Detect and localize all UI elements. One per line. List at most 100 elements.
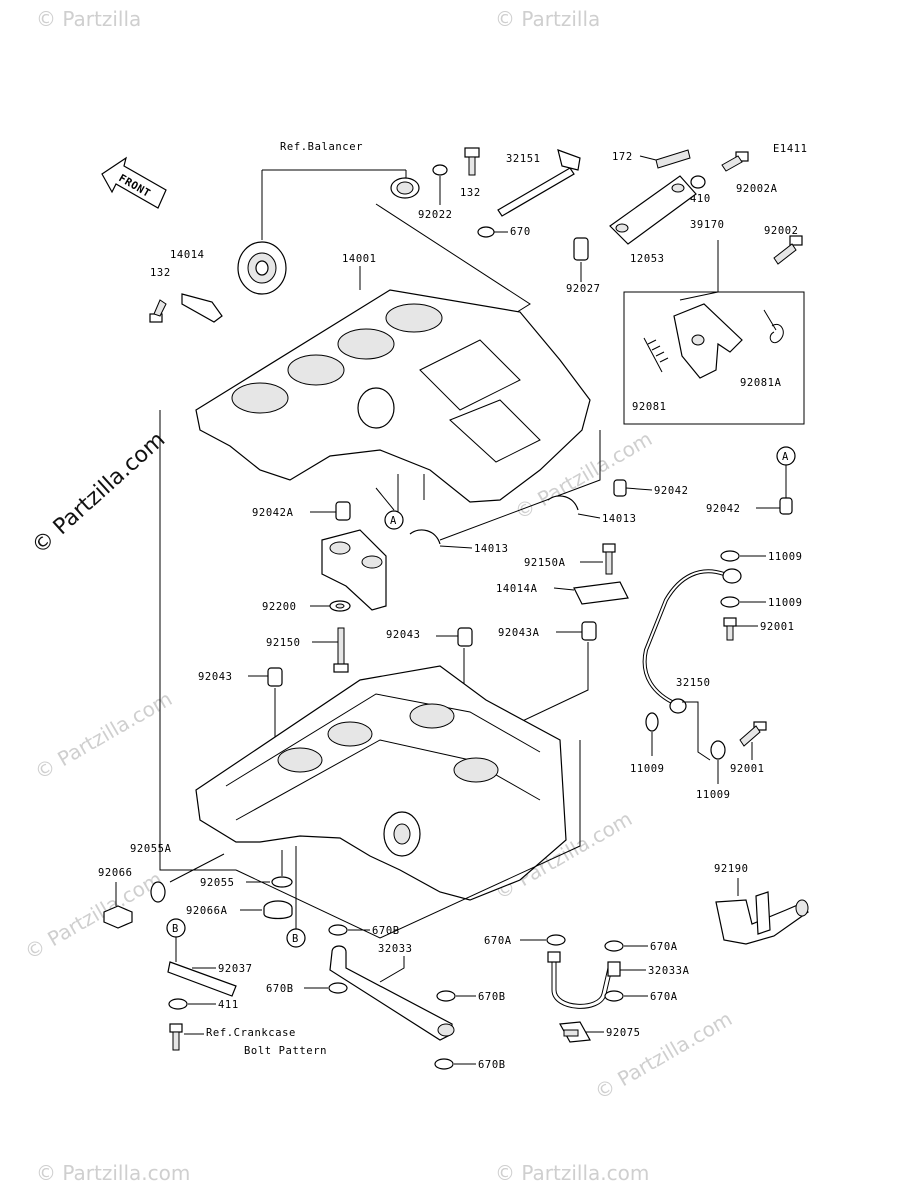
oring-670 bbox=[477, 226, 495, 238]
oring-670B-c bbox=[436, 990, 456, 1002]
label-92002: 92002 bbox=[764, 225, 799, 237]
plug-92066 bbox=[103, 905, 133, 929]
label-92081: 92081 bbox=[632, 401, 667, 413]
hose-92190 bbox=[715, 891, 809, 945]
tensioner-39170 bbox=[673, 303, 743, 379]
guide-12053 bbox=[609, 175, 697, 245]
side-watermark: © Partzilla.com bbox=[27, 427, 170, 559]
pipe-32033 bbox=[329, 945, 455, 1041]
pipe-32033A bbox=[547, 951, 621, 1009]
label-92027: 92027 bbox=[566, 283, 601, 295]
bolt-92002A bbox=[721, 151, 749, 172]
bolt-92001-top bbox=[723, 617, 737, 641]
label-172: 172 bbox=[612, 151, 633, 163]
label-32033: 32033 bbox=[378, 943, 413, 955]
washer-11009-c bbox=[645, 712, 659, 732]
bolt-92150 bbox=[333, 627, 349, 673]
label-92022: 92022 bbox=[418, 209, 453, 221]
label-92150A: 92150A bbox=[524, 557, 566, 569]
bearing-14013-b bbox=[547, 495, 579, 511]
watermark-4: © Partzilla.com bbox=[36, 1161, 190, 1185]
dowel-92043-center bbox=[457, 627, 473, 647]
bolt-132-left bbox=[149, 299, 167, 323]
oring-670A-1 bbox=[546, 934, 566, 946]
label-92066A: 92066A bbox=[186, 905, 228, 917]
label-11009-d: 11009 bbox=[696, 789, 731, 801]
oring-670B-d bbox=[434, 1058, 454, 1070]
label-92001-a: 92001 bbox=[760, 621, 795, 633]
callout-A: A bbox=[384, 510, 404, 530]
washer-11009-a bbox=[720, 550, 740, 562]
label-132-left: 132 bbox=[150, 267, 171, 279]
label-14001: 14001 bbox=[342, 253, 377, 265]
label-92037: 92037 bbox=[218, 963, 253, 975]
banjo-top bbox=[722, 568, 742, 584]
bearing-14013-a bbox=[409, 529, 441, 545]
oring-92055A bbox=[150, 881, 166, 903]
upper-crankcase-14001 bbox=[195, 289, 591, 503]
bolt-92150A bbox=[602, 543, 616, 575]
oring-92055 bbox=[271, 876, 293, 888]
ref-crankcase-line1: Ref.Crankcase bbox=[206, 1027, 296, 1039]
callout-B-left: B bbox=[166, 918, 186, 938]
callout-A-right: A bbox=[776, 446, 796, 466]
label-32033A: 32033A bbox=[648, 965, 690, 977]
balancer-bearing-large bbox=[237, 241, 287, 295]
watermark-2: © Partzilla bbox=[495, 7, 600, 31]
spring-92081 bbox=[643, 337, 669, 373]
watermark-9: © Partzilla.com bbox=[591, 1006, 737, 1104]
lower-crankcase bbox=[195, 665, 567, 901]
label-14013-b: 14013 bbox=[602, 513, 637, 525]
cap-92066A bbox=[263, 900, 293, 920]
lower-frame bbox=[235, 740, 581, 939]
watermark-6: © Partzilla.com bbox=[31, 686, 177, 784]
svg-text:A: A bbox=[390, 515, 397, 527]
label-11009-a: 11009 bbox=[768, 551, 803, 563]
label-670B-a: 670B bbox=[372, 925, 400, 937]
label-92042A: 92042A bbox=[252, 507, 294, 519]
watermark-1: © Partzilla bbox=[36, 7, 141, 31]
dowel-92043A bbox=[581, 621, 597, 641]
dowel-92042A bbox=[335, 501, 351, 521]
label-92043-a: 92043 bbox=[386, 629, 421, 641]
label-410: 410 bbox=[690, 193, 711, 205]
oring-670B-b bbox=[328, 982, 348, 994]
pin-92027 bbox=[573, 237, 589, 261]
label-92042-a: 92042 bbox=[654, 485, 689, 497]
dowel-92042-b bbox=[779, 497, 793, 515]
label-92066: 92066 bbox=[98, 867, 133, 879]
svg-text:B: B bbox=[292, 933, 299, 945]
label-92055: 92055 bbox=[200, 877, 235, 889]
dowel-92042-a bbox=[613, 479, 627, 497]
bolt-92001-bottom bbox=[739, 721, 767, 747]
label-670B-d: 670B bbox=[478, 1059, 506, 1071]
bolt-132-top bbox=[464, 147, 480, 176]
washer-92200 bbox=[329, 600, 351, 612]
svg-text:A: A bbox=[782, 451, 789, 463]
callout-B: B bbox=[286, 928, 306, 948]
rod-32151 bbox=[497, 149, 581, 217]
balancer-bearing-small bbox=[390, 177, 420, 199]
label-92055A: 92055A bbox=[130, 843, 172, 855]
label-14013-a: 14013 bbox=[474, 543, 509, 555]
label-670B-b: 670B bbox=[266, 983, 294, 995]
oring-670B-a bbox=[328, 924, 348, 936]
label-92190: 92190 bbox=[714, 863, 749, 875]
label-92042-b: 92042 bbox=[706, 503, 741, 515]
label-92200: 92200 bbox=[262, 601, 297, 613]
front-arrow-icon: FRONT bbox=[101, 156, 167, 209]
diagram-code: E1411 bbox=[773, 143, 808, 155]
spring-92081A bbox=[763, 309, 784, 344]
oring-670A-2 bbox=[604, 940, 624, 952]
plate-14014 bbox=[181, 293, 223, 323]
washer-411 bbox=[168, 998, 188, 1010]
tensioner-group-box bbox=[623, 291, 805, 425]
label-11009-c: 11009 bbox=[630, 763, 665, 775]
ref-balancer-label: Ref.Balancer bbox=[280, 141, 363, 153]
label-92001-b: 92001 bbox=[730, 763, 765, 775]
label-12053: 12053 bbox=[630, 253, 665, 265]
label-92075: 92075 bbox=[606, 1027, 641, 1039]
label-132-top: 132 bbox=[460, 187, 481, 199]
